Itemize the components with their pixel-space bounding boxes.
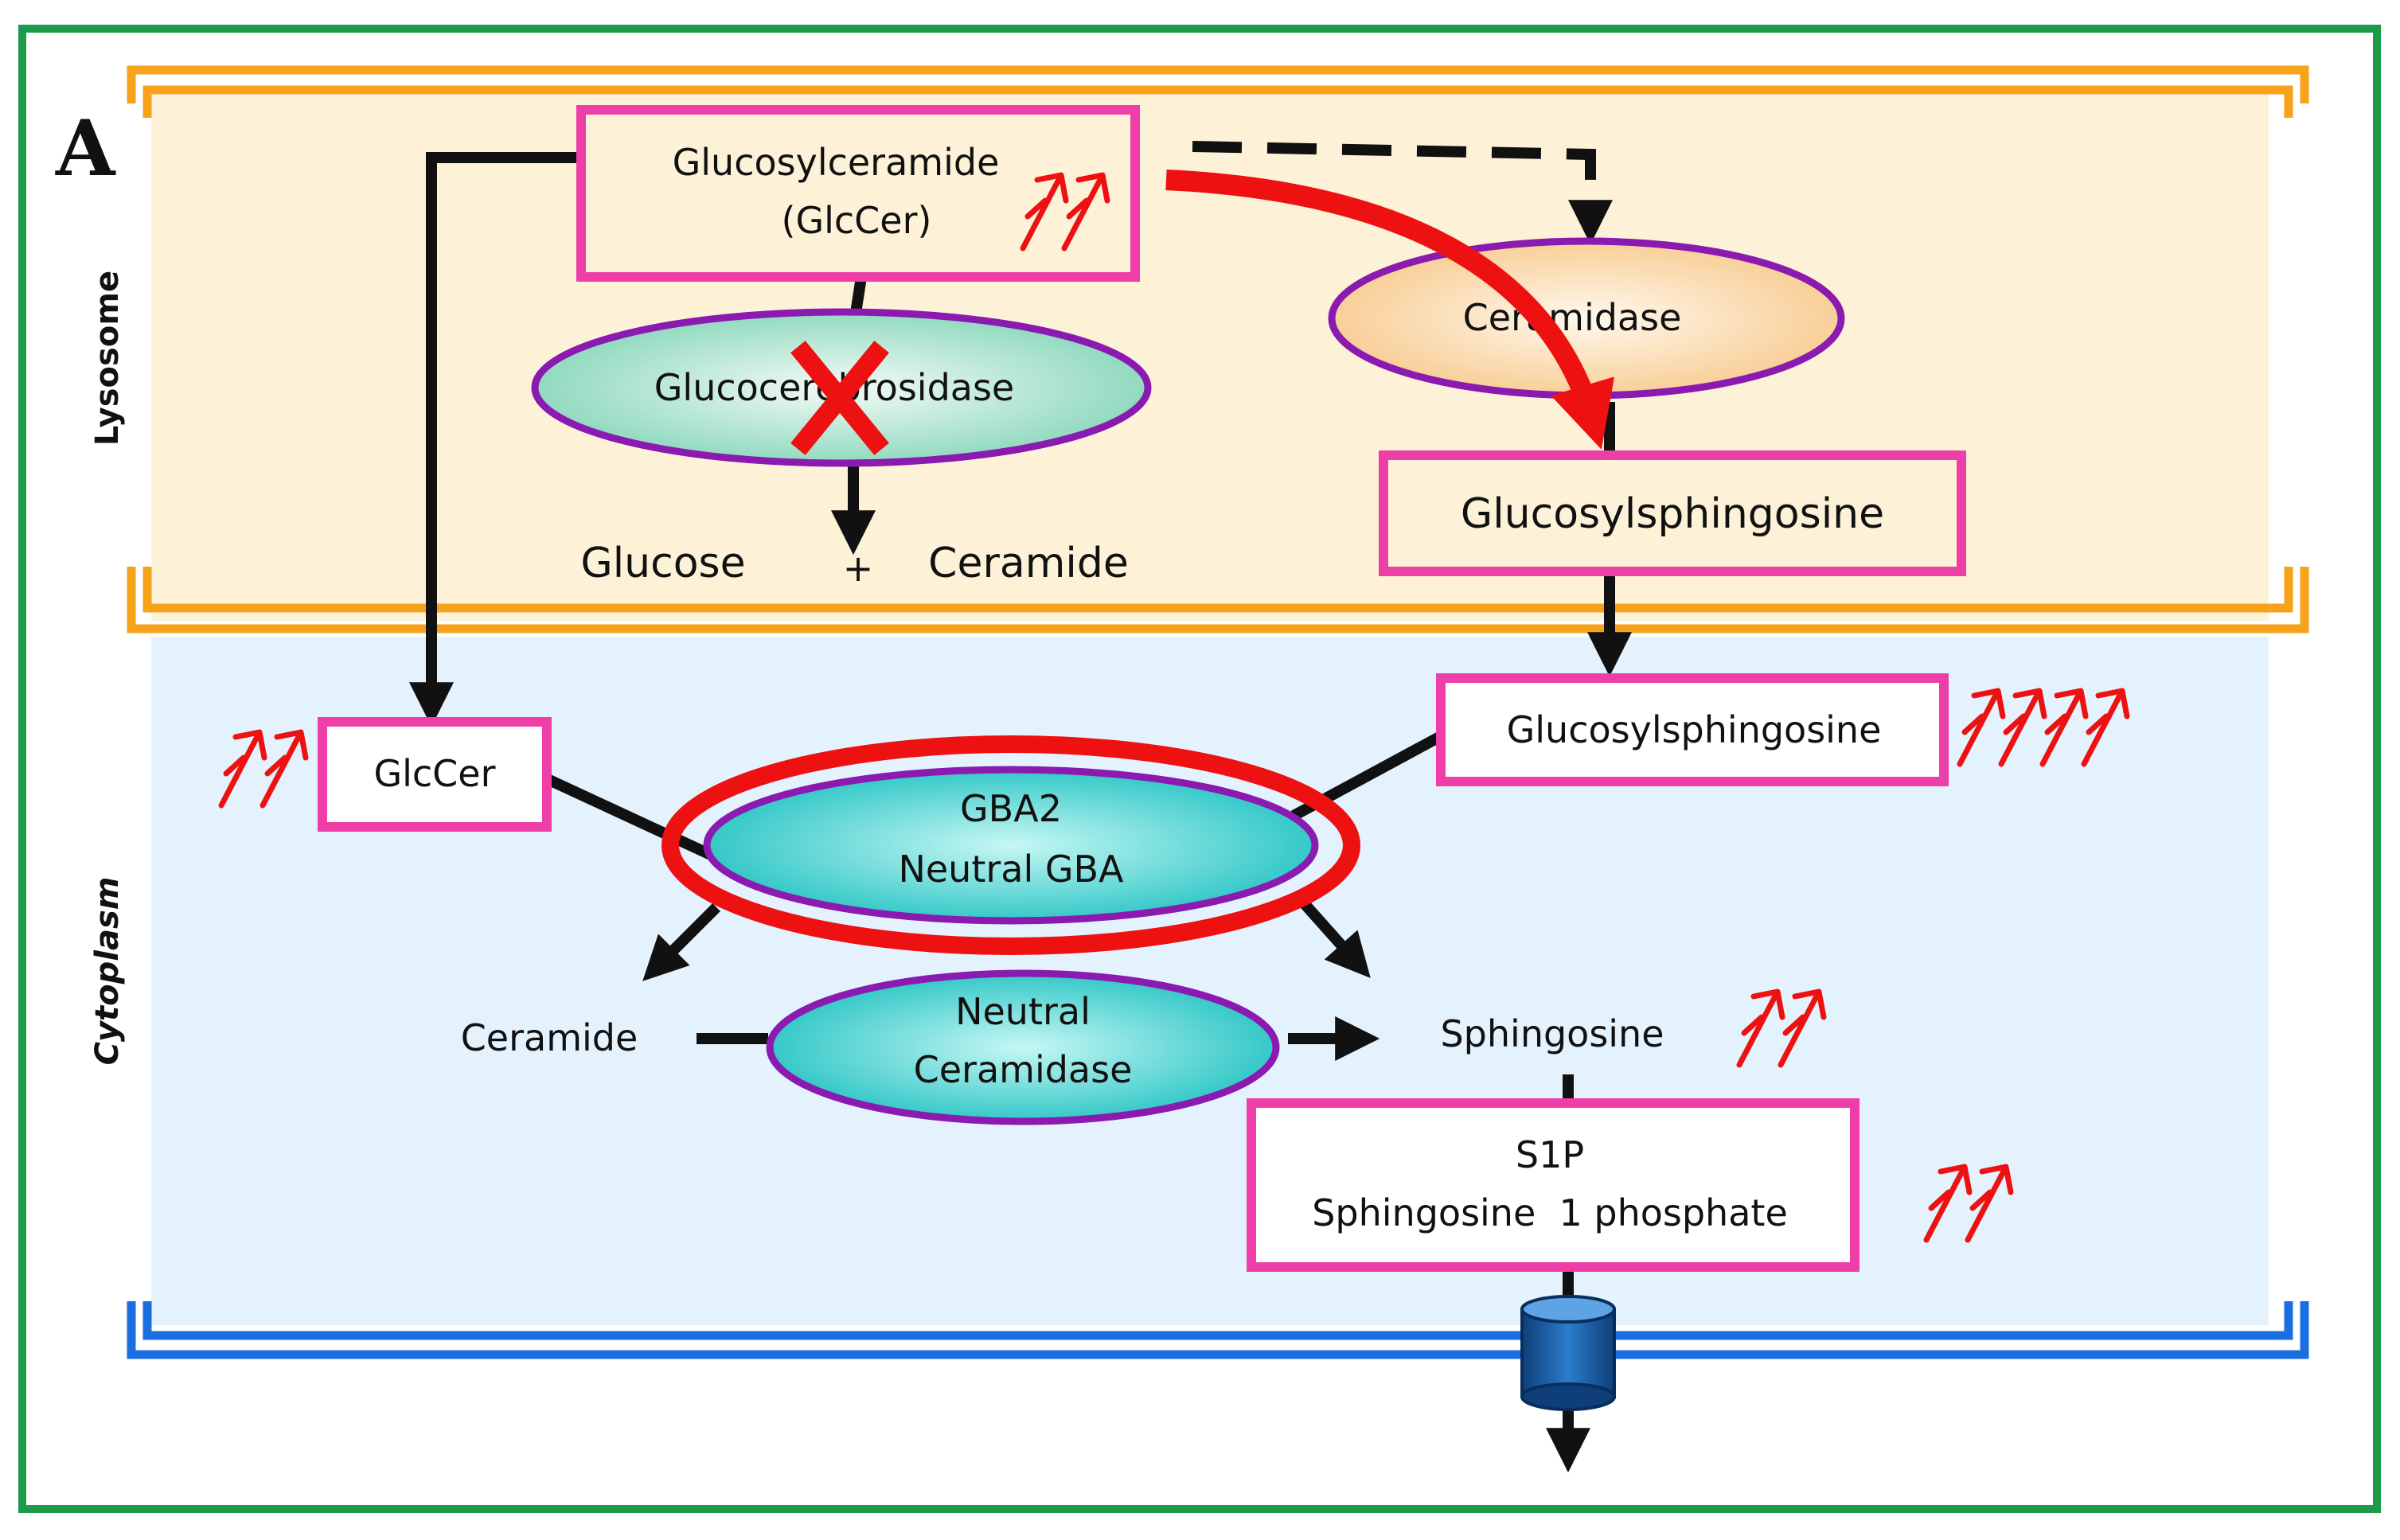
arrow-glccer-to-cytoplasm: [409, 152, 581, 727]
up-arrow-icon: [2081, 688, 2130, 767]
s1p-transporter-icon: [1520, 1295, 1616, 1411]
glccer-cytoplasm-box: [318, 717, 552, 832]
glucosylsphingosine-increase: [1957, 688, 2130, 767]
glucose-label: Glucose: [580, 540, 745, 587]
ceramide-cytoplasm-label: Ceramide: [461, 1016, 638, 1059]
ceramidase-label: Ceramidase: [1463, 296, 1682, 339]
blocked-x-icon: [790, 341, 889, 455]
glucosylsphingosine-cytoplasm-box: [1436, 673, 1949, 786]
up-arrow-icon: [1736, 988, 1785, 1068]
link-glccer-gba2: [547, 774, 715, 861]
sphingosine-increase: [1736, 988, 1827, 1068]
sphingosine-label: Sphingosine: [1440, 1012, 1664, 1055]
increase-markers: [218, 172, 2130, 1243]
up-arrow-icon: [2039, 688, 2089, 767]
connectors: [409, 141, 1632, 1473]
plus-sign: +: [843, 547, 874, 590]
glucosylsphingosine-lysosome-box: [1379, 450, 1966, 576]
panel-label: A: [55, 103, 116, 193]
neutral-ceramidase-ellipse: [766, 969, 1280, 1125]
up-arrow-icon: [1923, 1164, 1973, 1243]
up-arrow-icon: [260, 729, 309, 809]
glccer-cytoplasm-increase: [218, 729, 309, 809]
glucosylsphingosine-cytoplasm-label: Glucosylsphingosine: [1507, 708, 1882, 751]
neutral-gba-label: Neutral GBA: [898, 848, 1124, 891]
arrow-gba2-sphingosine: [1294, 894, 1371, 978]
glccer-lysosome-abbrev: (GlcCer): [782, 199, 932, 242]
glccer-lysosome-box: [576, 105, 1140, 282]
neutral-ceramidase-label-2: Ceramidase: [914, 1048, 1133, 1091]
up-arrow-icon: [1965, 1164, 2014, 1243]
gba2-highlight-ring: [661, 735, 1360, 955]
ceramide-lysosome-label: Ceramide: [928, 540, 1129, 587]
up-arrow-icon: [218, 729, 267, 809]
s1p-label: S1P: [1516, 1133, 1584, 1176]
lysosome-membrane: [127, 65, 2309, 634]
glccer-lysosome-name: Glucosylceramide: [673, 141, 1000, 184]
s1p-box: [1247, 1098, 1860, 1272]
glccer-lysosome-increase: [1020, 172, 1110, 251]
up-arrow-icon: [1998, 688, 2047, 767]
arrow-dashed-glccer-ceramidase: [1192, 141, 1613, 245]
accumulation-arrow: [1165, 170, 1614, 450]
up-arrow-icon: [1778, 988, 1827, 1068]
arrow-gba2-ceramide: [642, 903, 720, 981]
up-arrow-icon: [1020, 172, 1069, 251]
cytoplasm-label: Cytoplasm: [89, 877, 126, 1066]
gba2-ellipse: [703, 766, 1319, 925]
plasma-membrane: [127, 1301, 2309, 1359]
gba2-label: GBA2: [960, 787, 1062, 830]
glucosylsphingosine-lysosome-label: Glucosylsphingosine: [1461, 490, 1884, 538]
up-arrow-icon: [1061, 172, 1110, 251]
lysosome-label: Lysosome: [89, 271, 126, 446]
up-arrow-icon: [1957, 688, 2006, 767]
glccer-cytoplasm-label: GlcCer: [373, 752, 495, 795]
s1p-full-name: Sphingosine 1 phosphate: [1312, 1191, 1788, 1234]
s1p-increase: [1923, 1164, 2014, 1243]
neutral-ceramidase-label-1: Neutral: [955, 990, 1091, 1033]
